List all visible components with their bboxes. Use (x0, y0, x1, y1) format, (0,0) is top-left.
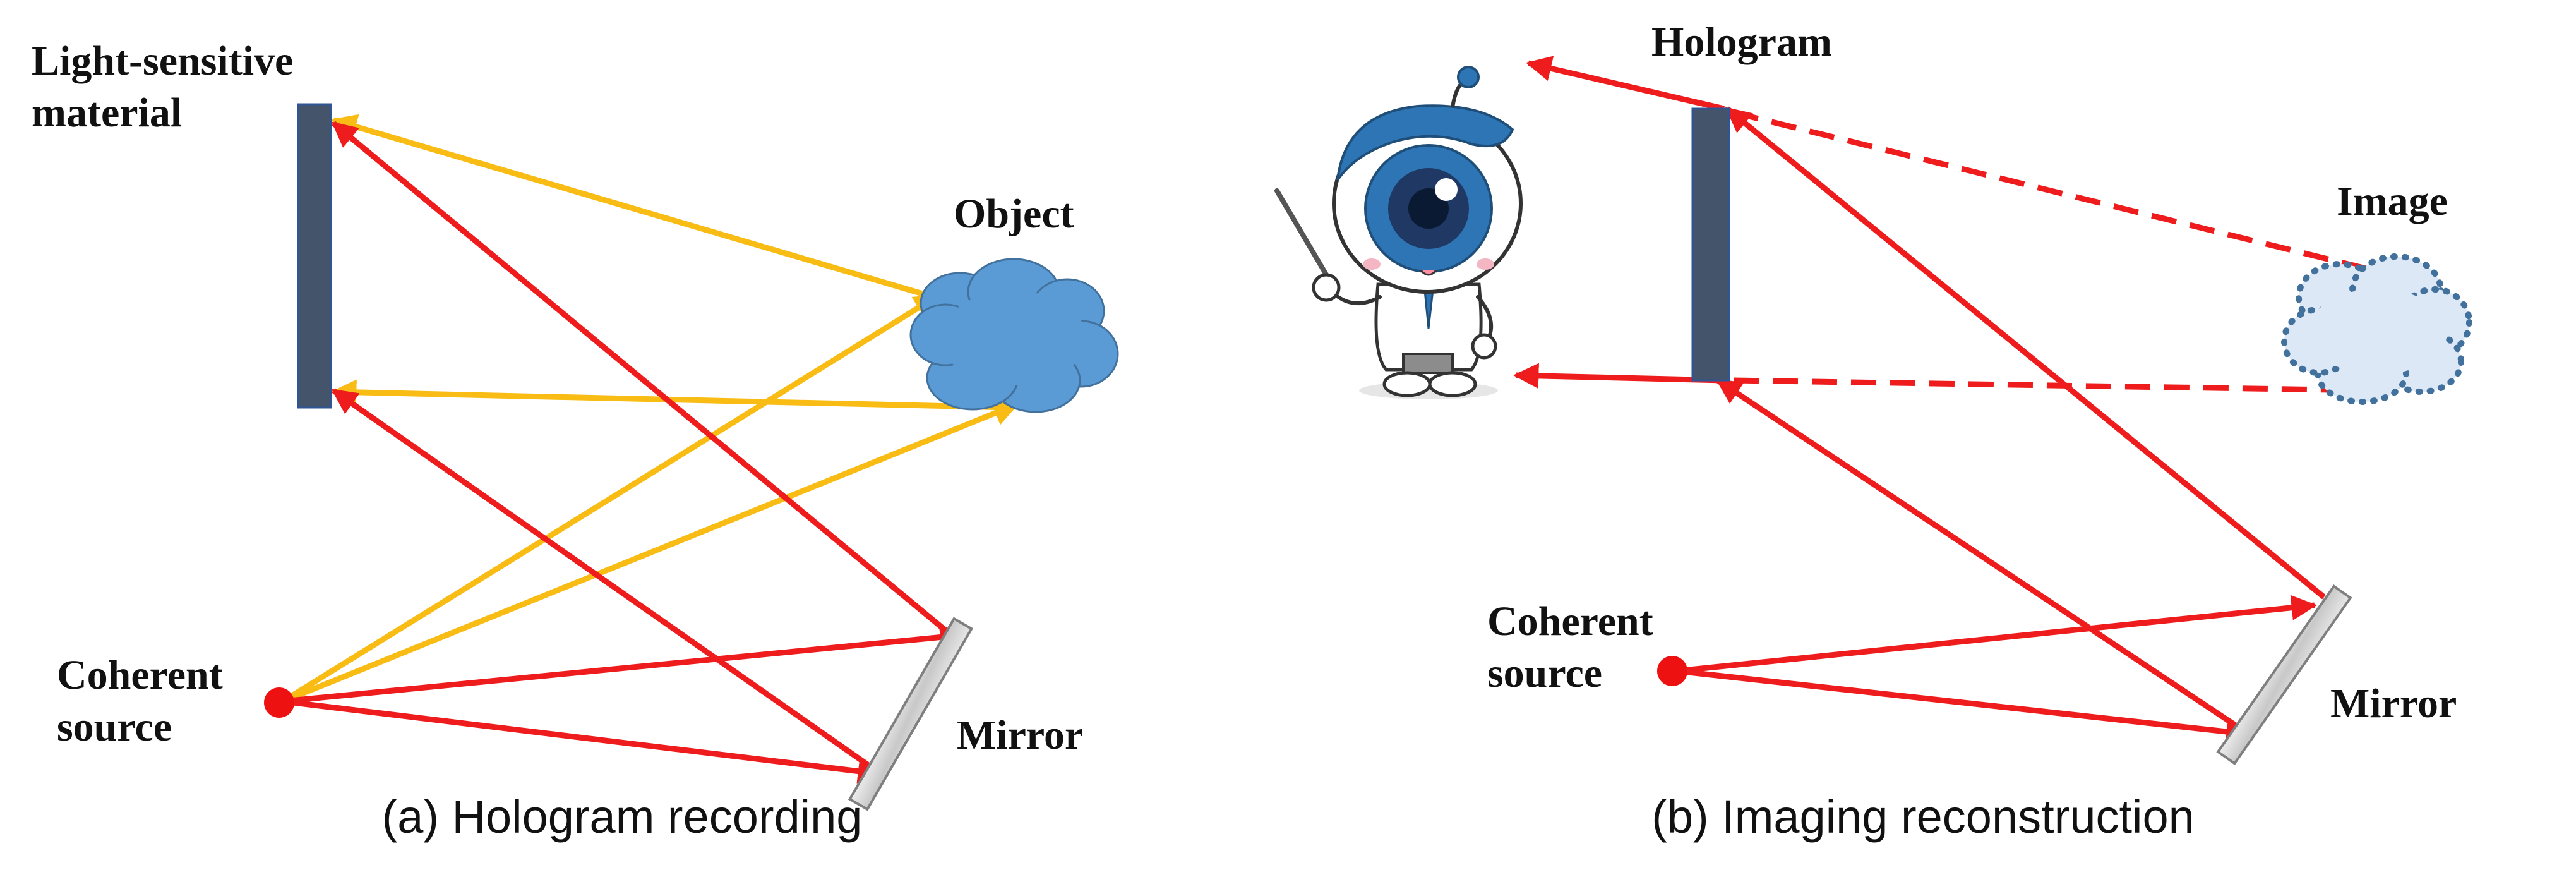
diffracted-beam-bottom (1513, 363, 1725, 389)
label-material: material (32, 90, 182, 136)
label-object: Object (954, 191, 1074, 237)
label-mirror: Mirror (957, 712, 1083, 758)
caption-a: (a) Hologram recording (382, 790, 863, 843)
label-coherent-b: Coherent (1487, 598, 1653, 644)
object-beam-object-to-plate-bottom (330, 379, 1011, 411)
reference-beams-b (1513, 56, 2326, 745)
dotted-cloud-icon (2281, 253, 2472, 405)
ref-beam-b-mirror-to-hologram-bottom (1715, 378, 2247, 734)
object-beam-source-to-object-bottom (282, 401, 1019, 705)
light-sensitive-plate (297, 103, 332, 409)
point-source-icon (264, 687, 294, 718)
cloud-icon (909, 258, 1119, 413)
point-source-icon (1657, 656, 1687, 686)
ref-beam-source-to-mirror-bottom (282, 698, 884, 784)
ref-beam-mirror-to-plate-top (331, 121, 957, 641)
object-beams (281, 114, 1019, 705)
reference-beams-a (282, 121, 966, 784)
virtual-ray-top (1732, 109, 2385, 276)
caption-b: (b) Imaging reconstruction (1651, 790, 2195, 843)
label-image: Image (2337, 178, 2448, 224)
label-coherent: Coherent (57, 652, 223, 698)
label-source: source (57, 704, 172, 750)
panel-b: Hologram Image Coherent source Mirror (b… (1274, 19, 2472, 843)
hologram-plate (1691, 107, 1730, 382)
label-source-b: source (1487, 650, 1602, 696)
panel-a: Light-sensitive material Object Coherent… (32, 38, 1119, 843)
virtual-ray-bottom (1733, 377, 2372, 394)
ref-beam-source-to-mirror-top (282, 624, 966, 705)
ref-beam-b-mirror-to-hologram-top (1725, 106, 2326, 600)
label-hologram: Hologram (1651, 19, 1832, 65)
object-beam-object-to-plate-top (331, 114, 935, 300)
virtual-rays (1732, 109, 2385, 394)
object-beam-source-to-object-top (281, 293, 940, 704)
label-mirror-b: Mirror (2330, 680, 2457, 727)
eye-mascot-with-pointer-icon (1274, 66, 1523, 399)
diffracted-beam-top (1526, 56, 1725, 112)
mirror-icon (2216, 584, 2352, 766)
ref-beam-mirror-to-plate-bottom (331, 388, 877, 772)
mirror-icon (848, 617, 974, 811)
ref-beam-b-source-to-mirror-bottom (1676, 668, 2253, 745)
ref-beam-b-source-to-mirror-top (1676, 595, 2318, 674)
label-light-sensitive: Light-sensitive (32, 38, 293, 84)
